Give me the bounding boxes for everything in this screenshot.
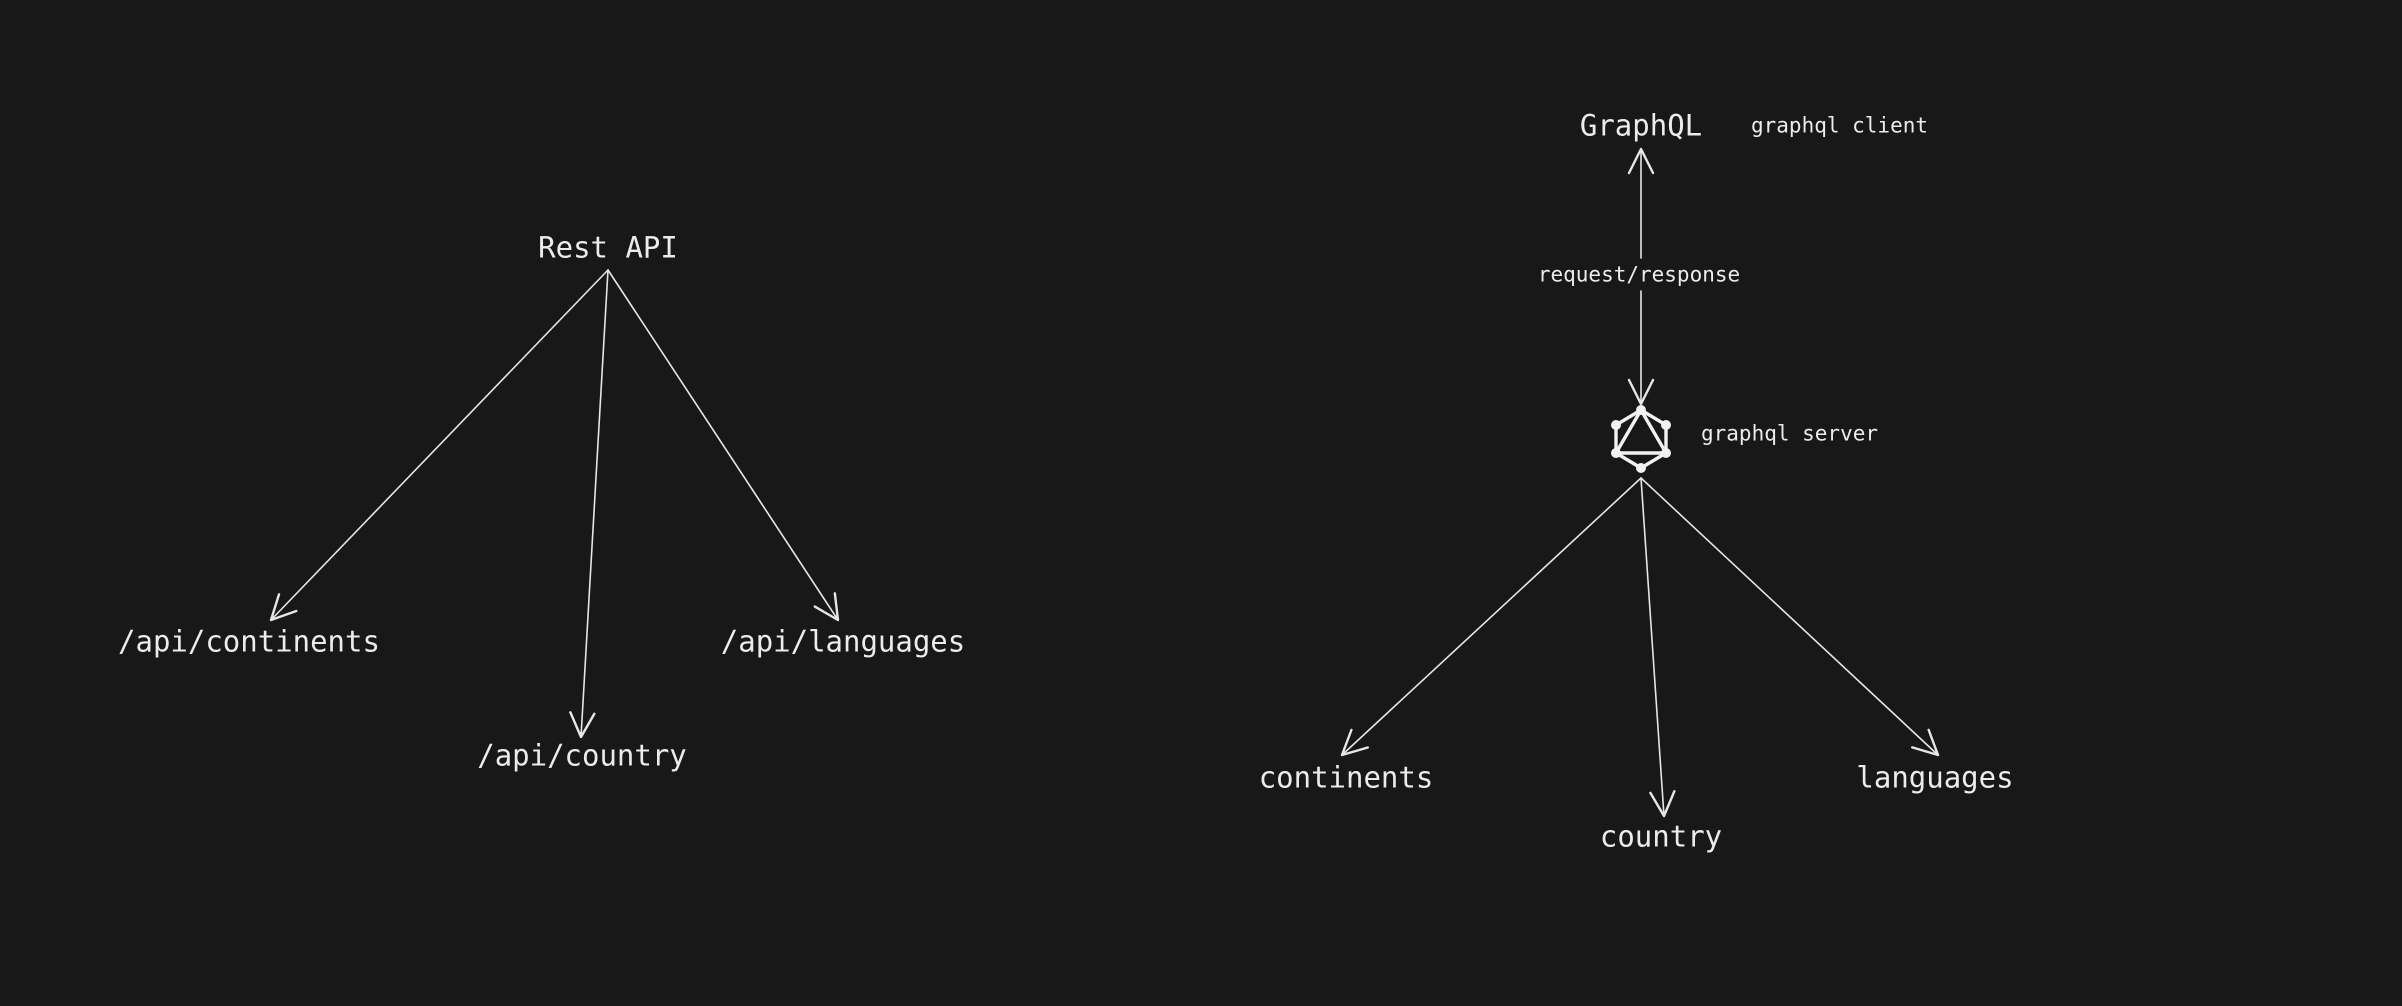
graphql-logo-icon bbox=[1611, 405, 1671, 473]
edge-rest-to-languages bbox=[607, 269, 840, 622]
edge-server-to-languages bbox=[1640, 477, 1940, 757]
rest-api-node: Rest API bbox=[538, 230, 678, 265]
edge-server-to-continents bbox=[1340, 477, 1642, 757]
edge-rest-to-country bbox=[569, 269, 609, 739]
graphql-country-node: country bbox=[1599, 819, 1723, 854]
rest-continents-node: /api/continents bbox=[118, 624, 380, 659]
edge-rest-to-continents bbox=[269, 269, 609, 622]
edge-server-to-country bbox=[1640, 477, 1676, 818]
rest-languages-node: /api/languages bbox=[720, 624, 966, 659]
rest-edges bbox=[269, 269, 840, 739]
graphql-client-note: graphql client bbox=[1751, 113, 1929, 138]
graphql-edges bbox=[1340, 147, 1940, 818]
graphql-languages-node: languages bbox=[1856, 760, 2014, 795]
graphql-server-note: graphql server bbox=[1701, 421, 1879, 446]
graphql-client-node: GraphQL bbox=[1579, 108, 1703, 143]
rest-country-node: /api/country bbox=[477, 738, 687, 773]
request-response-label: request/response bbox=[1537, 262, 1741, 287]
graphql-continents-node: continents bbox=[1258, 760, 1434, 795]
